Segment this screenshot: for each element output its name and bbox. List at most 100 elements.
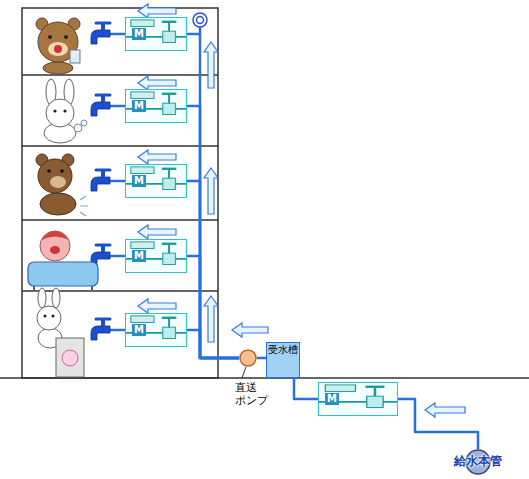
building <box>22 8 218 378</box>
main-label: 給水本管 <box>454 454 502 469</box>
meter-mark: M <box>325 393 339 405</box>
illustration-part <box>52 315 55 318</box>
water-meter: M <box>318 382 398 416</box>
illustration-part <box>108 255 126 258</box>
water-meter: M <box>125 164 187 198</box>
illustration-part <box>22 145 218 147</box>
valve-body <box>163 103 176 114</box>
valve-stem <box>168 169 170 178</box>
illustration-part <box>62 350 78 366</box>
illustration-part <box>81 120 87 126</box>
rabbit-laundry <box>37 288 84 377</box>
illustration-part <box>91 23 110 44</box>
illustration-part <box>63 109 66 112</box>
illustration-part <box>33 286 35 290</box>
illustration-part <box>64 35 68 39</box>
valve-stem <box>168 22 170 31</box>
valve-body <box>367 396 383 407</box>
illustration-part <box>232 323 268 337</box>
illustration-part <box>91 170 110 191</box>
illustration-part <box>60 169 64 173</box>
water-pipe <box>187 106 239 358</box>
illustration-part <box>204 42 218 88</box>
meter-mark: M <box>132 175 146 187</box>
illustration-part <box>425 403 465 417</box>
bear-drinking <box>36 18 80 74</box>
illustration-part <box>80 196 88 216</box>
meter-register <box>131 316 154 323</box>
meter-register <box>131 167 154 174</box>
illustration-part <box>47 169 51 173</box>
water-pipe <box>187 330 239 358</box>
valve-handle <box>366 386 385 388</box>
valve-stem <box>374 387 377 396</box>
illustration-part <box>56 338 84 377</box>
meter-register <box>131 92 154 99</box>
water-pipe <box>187 34 239 358</box>
illustration-part <box>38 159 72 193</box>
water-meter: M <box>125 239 187 273</box>
illustration-part <box>22 74 218 76</box>
valve-stem <box>168 244 170 253</box>
illustration-part <box>44 315 47 318</box>
meter-register <box>131 20 154 27</box>
meter-mark: M <box>132 324 146 336</box>
illustration-part <box>108 33 126 36</box>
illustration-part <box>91 286 93 290</box>
water-pipe <box>257 357 266 360</box>
water-main: 給水本管 <box>465 449 491 475</box>
illustration-part <box>197 17 204 24</box>
illustration-part <box>54 45 62 53</box>
illustration-part <box>138 225 176 239</box>
water-pipe <box>398 399 478 449</box>
valve-handle <box>162 317 177 319</box>
illustration-part <box>50 176 66 188</box>
valve-handle <box>162 21 177 23</box>
illustration-part <box>193 13 207 27</box>
water-pipe <box>187 256 239 358</box>
direct-pump: 直送 ポンプ <box>239 349 257 367</box>
water-meter: M <box>125 313 187 347</box>
valve-handle <box>162 93 177 95</box>
valve-body <box>163 253 176 264</box>
illustration-part <box>108 105 126 108</box>
illustration-part <box>22 290 218 292</box>
water-pipe <box>187 181 239 358</box>
meter-mark: M <box>132 28 146 40</box>
illustration-part <box>41 231 69 240</box>
receiving-tank: 受水槽 <box>266 342 300 378</box>
valve-stem <box>168 318 170 327</box>
illustration-part <box>91 95 110 116</box>
pump-circle <box>240 350 256 366</box>
valve-body <box>163 178 176 189</box>
illustration-part <box>40 193 76 215</box>
meter-register <box>325 385 355 392</box>
rabbit-washing <box>44 79 87 143</box>
valve-body <box>163 327 176 338</box>
illustration-part <box>70 50 80 63</box>
riser-top <box>193 13 207 35</box>
illustration-part <box>204 296 218 342</box>
creature-bathing <box>28 231 98 290</box>
illustration-part <box>48 42 68 56</box>
bear-washing <box>36 154 88 216</box>
water-meter: M <box>125 17 187 51</box>
illustration-part <box>28 262 98 286</box>
illustration-part <box>91 319 110 340</box>
pump-symbol <box>239 349 257 367</box>
illustration-part <box>40 231 70 261</box>
illustration-part <box>50 246 60 254</box>
water-meter: M <box>125 89 187 123</box>
valve-body <box>163 31 176 42</box>
valve-handle <box>162 243 177 245</box>
leader-line <box>242 367 246 378</box>
meter-mark: M <box>132 250 146 262</box>
illustration-part <box>204 168 218 214</box>
illustration-part <box>43 62 73 74</box>
illustration-part <box>48 35 52 39</box>
illustration-part <box>53 109 56 112</box>
valve-stem <box>168 94 170 103</box>
tank-label: 受水槽 <box>267 343 299 356</box>
